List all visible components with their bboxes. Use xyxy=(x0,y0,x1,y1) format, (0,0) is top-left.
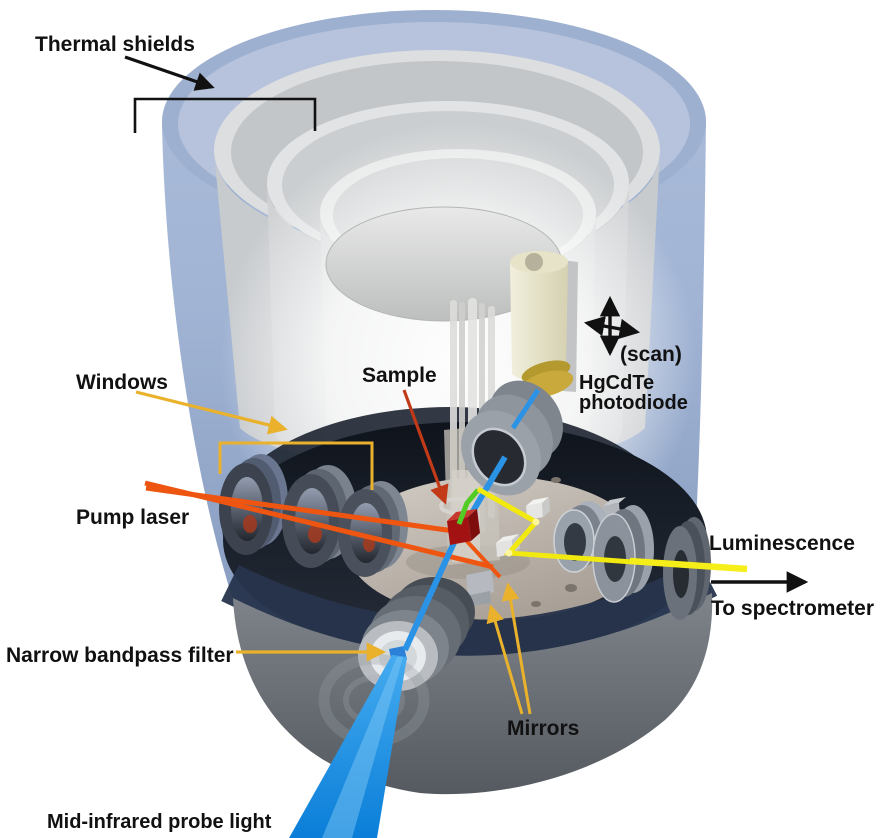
label-to-spectrometer: To spectrometer xyxy=(711,597,874,620)
windows-arrow xyxy=(135,390,288,435)
luminescence-beam xyxy=(476,486,748,573)
label-detector-line2: photodiode xyxy=(579,392,688,414)
thermal-shields-bracket xyxy=(133,97,317,133)
chamber-lower-band xyxy=(221,560,718,661)
mirror-mount-base xyxy=(466,570,494,606)
label-pump-laser: Pump laser xyxy=(76,506,189,529)
mirror-mount-1 xyxy=(526,497,550,520)
photodiode-cap xyxy=(525,253,543,271)
label-sample: Sample xyxy=(362,364,437,387)
photodiode-body xyxy=(510,251,568,382)
mirrors-arrow-1 xyxy=(486,604,524,715)
probe-light-cone xyxy=(289,655,407,838)
label-mirrors: Mirrors xyxy=(507,717,579,740)
windows-bracket xyxy=(218,441,374,490)
scan-arrows xyxy=(583,295,641,357)
label-mid-infrared-probe-light: Mid-infrared probe light xyxy=(47,811,272,833)
pump-laser-beams xyxy=(144,480,502,579)
mirrors-arrow-2 xyxy=(501,582,532,715)
emission-beam-green xyxy=(456,488,480,525)
annotations: Thermal shields Windows Pump laser Sampl… xyxy=(6,33,874,833)
lens-tube xyxy=(461,380,563,496)
sample-arrow xyxy=(402,389,449,505)
label-windows: Windows xyxy=(76,371,168,394)
window-flange-right-2 xyxy=(592,505,654,603)
label-luminescence: Luminescence xyxy=(709,532,855,555)
label-detector-line1: HgCdTe xyxy=(579,372,654,394)
label-scan: (scan) xyxy=(620,343,682,366)
lens-tube-opening xyxy=(471,427,527,487)
thermal-shields-arrow xyxy=(124,55,215,91)
label-thermal-shields: Thermal shields xyxy=(35,33,195,56)
hgcdte-photodiode-assembly xyxy=(510,251,578,398)
label-narrow-bandpass-filter: Narrow bandpass filter xyxy=(6,644,234,667)
